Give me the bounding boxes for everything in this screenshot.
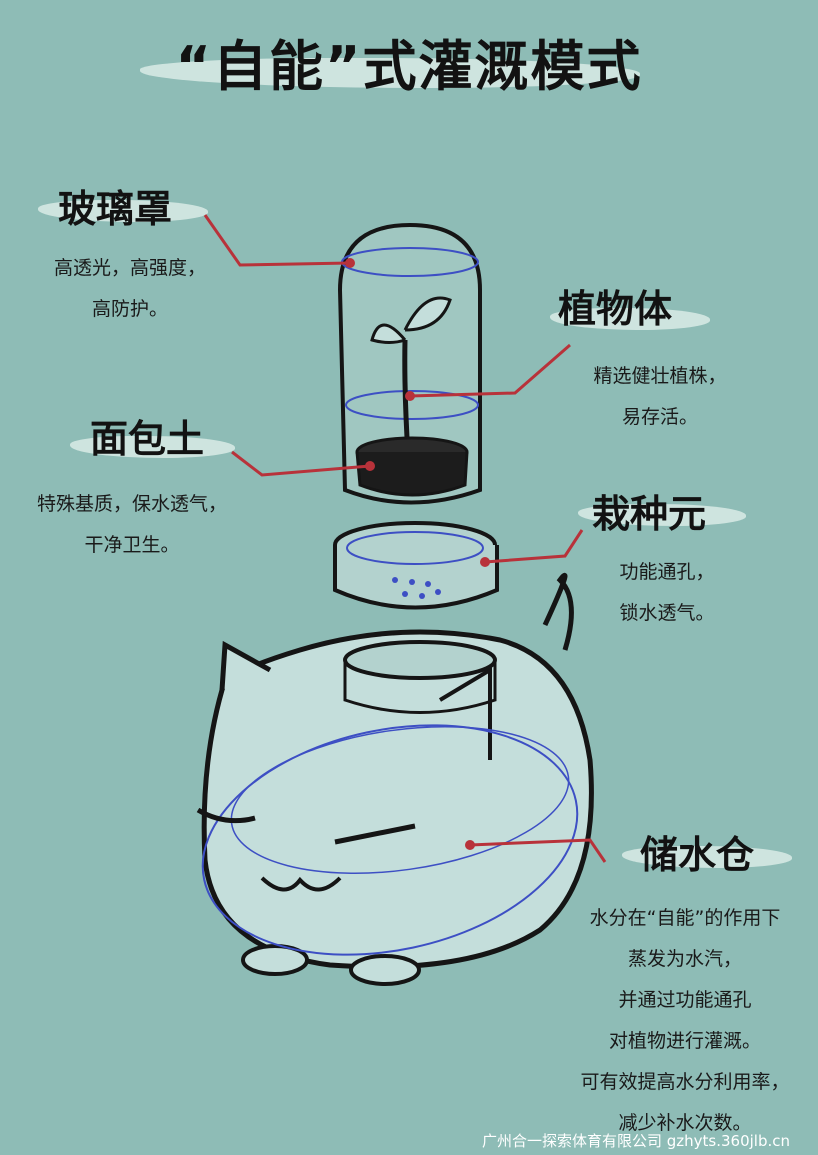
leader-lines <box>203 214 607 863</box>
water-tank-line-4: 对植物进行灌溉。 <box>608 1030 761 1052</box>
cat-water-tank <box>196 572 594 986</box>
seed-unit-highlight <box>578 504 746 526</box>
leader-dots <box>345 258 490 850</box>
soil-highlight <box>70 436 235 458</box>
glass-cover-description: 高透光，高强度， 高防护。 <box>30 248 230 330</box>
water-tank-description: 水分在“自能”的作用下 蒸发为水汽， 并通过功能通孔 对植物进行灌溉。 可有效提… <box>560 898 810 1144</box>
plant-description: 精选健壮植株， 易存活。 <box>560 356 760 438</box>
soil-block <box>355 436 469 497</box>
glass-cover-highlight <box>38 200 208 222</box>
seed-unit-ring <box>333 521 499 610</box>
seed-unit-heading: 栽种元 <box>592 492 707 536</box>
soil-line-2: 干净卫生。 <box>84 534 180 556</box>
water-tank-line-2: 蒸发为水汽， <box>627 948 742 970</box>
water-tank-line-3: 并通过功能通孔 <box>618 989 752 1011</box>
soil-heading: 面包土 <box>90 417 205 461</box>
page-title: “自能”式灌溉模式 <box>175 35 643 98</box>
soil-description: 特殊基质，保水透气， 干净卫生。 <box>12 484 252 566</box>
water-tank-heading: 储水仓 <box>640 833 755 877</box>
seed-unit-description: 功能通孔， 锁水透气。 <box>572 552 762 634</box>
soil-line-1: 特殊基质，保水透气， <box>36 493 227 515</box>
plant-highlight <box>550 308 710 330</box>
seed-unit-line-2: 锁水透气。 <box>619 602 715 624</box>
water-tank-highlight <box>622 846 792 868</box>
glass-cover-line-1: 高透光，高强度， <box>53 257 206 279</box>
glass-cover-line-2: 高防护。 <box>91 298 168 320</box>
water-tank-line-1: 水分在“自能”的作用下 <box>589 907 781 929</box>
water-tank-line-5: 可有效提高水分利用率， <box>580 1071 790 1093</box>
title-highlight <box>140 58 640 88</box>
watermark: 广州合一探索体育有限公司 gzhyts.360jlb.cn <box>481 1132 790 1150</box>
plant-line-1: 精选健壮植株， <box>593 365 727 387</box>
plant-heading: 植物体 <box>558 287 673 331</box>
plant-line-2: 易存活。 <box>621 406 698 428</box>
glass-dome <box>337 222 482 505</box>
water-tank-line-6: 减少补水次数。 <box>618 1112 752 1134</box>
seed-unit-line-1: 功能通孔， <box>619 561 715 583</box>
glass-cover-heading: 玻璃罩 <box>58 187 173 231</box>
